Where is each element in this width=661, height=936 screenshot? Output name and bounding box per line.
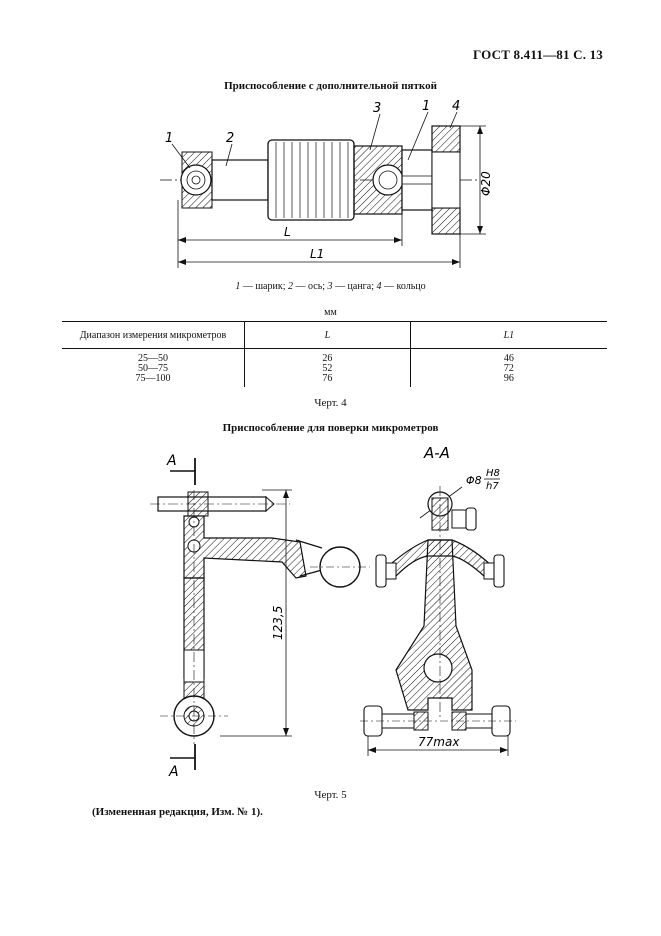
sleeve [401,149,433,211]
main-column [395,539,473,711]
dimensions-table: Диапазон измерения микрометров L L1 25—5… [62,321,607,387]
section-title: A-A [423,444,450,462]
table-row: 25—50 26 46 [62,348,607,364]
page-header: ГОСТ 8.411—81 С. 13 [473,47,603,62]
section-mark-top: A [166,453,177,469]
dim-height: 123,5 [271,606,285,640]
dim-L1: L1 [310,247,324,261]
figure4-legend: 1 — шарик; 2 — ось; 3 — цанга; 4 — кольц… [235,281,426,292]
callout-3: 3 [373,101,381,116]
dim-d: Φ20 [479,171,493,196]
upper-bracket [183,515,307,579]
callout-2: 2 [226,131,234,146]
figure4-title: Приспособление с дополнительной пяткой [224,80,437,92]
callout-4: 4 [452,99,460,114]
figure5-drawing: A A 123,5 A-A Φ8 H8 h7 [150,444,516,780]
footnote: (Измененная редакция, Изм. № 1). [92,806,263,818]
callout-1-right: 1 [422,99,430,114]
th-L: L [244,321,411,349]
right-ball [372,164,404,196]
figure4-drawing: Φ20 1 2 3 1 4 L L1 [160,99,493,268]
dim-hole: Φ8 [466,474,482,487]
figure4-label: Черт. 4 [314,397,347,409]
table-row: 75—100 76 96 [62,374,607,387]
th-L1: L1 [410,321,607,349]
axis-rod [211,159,269,201]
ring-top [431,125,461,153]
callout-1-left: 1 [165,131,173,146]
fit-top: H8 [486,468,500,479]
left-knob [375,554,387,588]
right-knob [493,554,505,588]
left-ball [180,164,212,196]
dim-width: 77max [418,735,460,749]
dim-L: L [284,225,291,239]
knurled-body [267,139,355,221]
figure5-label: Черт. 5 [314,789,347,801]
th-range: Диапазон измерения микрометров [62,321,245,349]
figure5-title: Приспособление для поверки микрометров [222,422,439,434]
ring-bottom [431,207,461,235]
table-unit: мм [324,307,337,318]
fit-bottom: h7 [486,481,499,492]
section-mark-bottom: A [168,764,179,780]
table-row: 50—75 52 72 [62,364,607,374]
